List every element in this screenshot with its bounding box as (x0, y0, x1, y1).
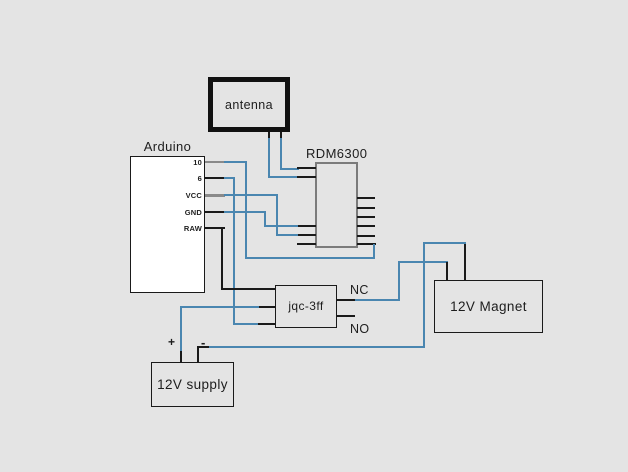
wire-pin6-v (232, 177, 235, 325)
rdm6300-box (315, 162, 358, 248)
arduino-pin-label-gnd: GND (184, 207, 202, 217)
wire-supply-plus-h (179, 305, 259, 308)
wire-supply-minus-h1 (209, 345, 425, 348)
supply-minus-pin (197, 347, 200, 363)
wire-pin10-h2 (245, 256, 376, 259)
supply-minus-label: - (201, 335, 206, 350)
wire-vcc-v (275, 194, 278, 236)
arduino-vcc-stub (205, 194, 225, 197)
rdm6300-label: RDM6300 (306, 146, 368, 161)
wire-supply-plus-v (179, 305, 182, 351)
wire-nc-h1 (355, 298, 401, 301)
wire-raw-v (221, 227, 224, 290)
wire-nc-v (398, 260, 401, 301)
antenna-box: antenna (208, 77, 290, 132)
wire-pin10-v2 (373, 244, 376, 259)
supply-box: 12V supply (151, 362, 234, 407)
wire-gnd-h1 (224, 210, 267, 213)
magnet-left-pin (445, 261, 448, 281)
rdm-left-stub-2 (297, 176, 316, 179)
wire-pin6-h2 (232, 322, 260, 325)
wire-pin10-v (245, 160, 248, 259)
relay-nc-label: NC (350, 282, 369, 297)
wire-nc-h2 (398, 260, 448, 263)
supply-plus-pin (179, 349, 182, 363)
rdm-left-stub-1 (297, 166, 316, 169)
rdm-right-stub-tx (356, 243, 376, 246)
wire-antenna-to-rdm-b-v (280, 138, 283, 170)
supply-minus-elbow (197, 345, 211, 348)
rdm-left-stub-5 (297, 243, 316, 246)
wire-supply-minus-v (423, 242, 425, 348)
arduino-pin10-stub (205, 160, 225, 164)
rdm-right-stub-3 (356, 216, 375, 218)
wire-antenna-to-rdm-a-h (267, 176, 299, 179)
wire-raw-h (221, 287, 260, 290)
wire-gnd-h2 (264, 224, 299, 227)
antenna-lead2-stub (280, 132, 283, 139)
wire-vcc-h2 (275, 234, 298, 236)
rdm-right-stub-4 (356, 225, 375, 228)
arduino-pin-label-raw: RAW (183, 224, 202, 234)
arduino-gnd-stub (205, 210, 225, 213)
relay-left-stub-3 (258, 322, 276, 325)
antenna-label: antenna (225, 97, 273, 112)
arduino-pin6-stub (205, 177, 225, 180)
wire-pin10-h1 (224, 160, 247, 163)
rdm-right-stub-1 (356, 197, 375, 200)
magnet-box: 12V Magnet (434, 280, 543, 333)
wire-antenna-to-rdm-a-v (267, 138, 270, 179)
arduino-raw-stub (205, 227, 225, 230)
relay-left-stub-1 (258, 287, 276, 290)
relay-no-stub (337, 314, 355, 317)
antenna-lead1-stub (267, 132, 270, 139)
rdm-left-stub-4 (297, 234, 316, 236)
supply-plus-label: + (168, 335, 176, 349)
wire-pin6-h1 (224, 177, 235, 180)
wire-antenna-to-rdm-b-h (280, 167, 299, 170)
rdm-right-stub-2 (356, 206, 375, 209)
rdm-left-stub-3 (297, 224, 316, 227)
magnet-label: 12V Magnet (450, 299, 527, 314)
relay-left-stub-2 (258, 305, 276, 308)
relay-no-label: NO (350, 322, 370, 336)
arduino-box (130, 156, 205, 293)
arduino-pin-label-vcc: VCC (185, 190, 202, 200)
relay-label: jqc-3ff (288, 299, 324, 313)
wire-gnd-v (264, 210, 267, 227)
arduino-pin-label-6: 6 (197, 174, 202, 184)
rdm-right-stub-5 (356, 234, 375, 237)
wire-supply-minus-h2 (423, 242, 466, 244)
arduino-pin-label-10: 10 (193, 157, 202, 167)
wire-vcc-h1 (224, 194, 278, 197)
relay-box: jqc-3ff (275, 284, 337, 328)
magnet-right-pin (464, 243, 466, 281)
arduino-label: Arduino (143, 139, 192, 154)
supply-label: 12V supply (157, 377, 228, 392)
relay-nc-stub (337, 298, 355, 301)
